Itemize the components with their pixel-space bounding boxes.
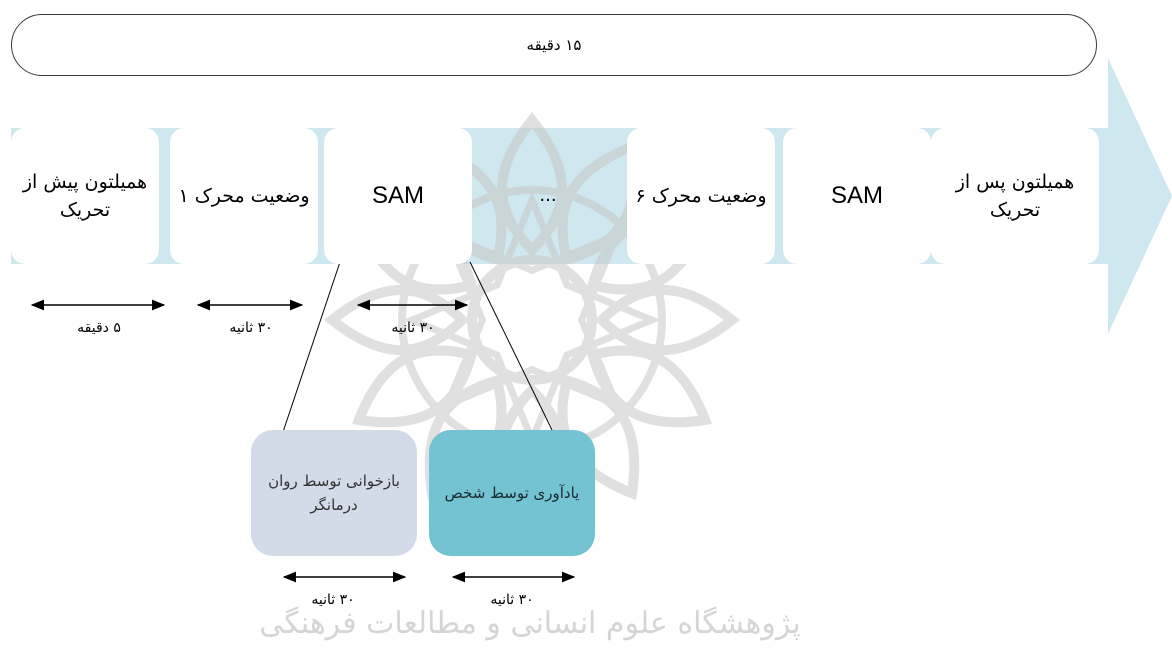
duration-label-pre: ۵ دقیقه (77, 320, 121, 336)
stage-ellipsis-label: ... (539, 185, 557, 206)
stage-ellipsis: ... (474, 128, 622, 264)
substep-self-recall: یادآوری توسط شخص (429, 430, 595, 556)
stage-trigger-state-1: وضعیت محرک ۱ (170, 128, 318, 264)
duration-label-therapist: ۳۰ ثانیه (311, 592, 355, 608)
stage-sam-1-label: SAM (372, 182, 425, 209)
duration-label-sam: ۳۰ ثانیه (391, 320, 435, 336)
stage-pre-hamilton: همیلتون پیش از تحریک (11, 128, 159, 264)
stage-trigger-state-1-label: وضعیت محرک ۱ (178, 185, 310, 207)
stage-trigger-state-6: وضعیت محرک ۶ (627, 128, 775, 264)
stage-post-hamilton-label: همیلتون پس از تحریک (955, 171, 1075, 221)
stage-sam-1: SAM (324, 128, 472, 264)
connector-line-left (282, 261, 341, 433)
stage-sam-2-label: SAM (831, 182, 884, 209)
substep-self-recall-label: یادآوری توسط شخص (444, 484, 580, 502)
total-duration-banner: ۱۵ دقیقه (11, 14, 1097, 76)
connector-line-right (469, 261, 554, 433)
total-duration-text: ۱۵ دقیقه (526, 36, 582, 54)
substep-therapist-recall: بازخوانی توسط روان درمانگر (251, 430, 417, 556)
stage-sam-2: SAM (783, 128, 931, 264)
stage-pre-hamilton-label: همیلتون پیش از تحریک (22, 171, 148, 221)
watermark-institute-text: پژوهشگاه علوم انسانی و مطالعات فرهنگی (259, 606, 801, 641)
substep-therapist-recall-label: بازخوانی توسط روان درمانگر (268, 472, 400, 514)
stage-trigger-state-6-label: وضعیت محرک ۶ (635, 185, 767, 207)
duration-label-self: ۳۰ ثانیه (490, 592, 534, 608)
duration-label-trigger: ۳۰ ثانیه (229, 320, 273, 336)
stage-post-hamilton: همیلتون پس از تحریک (931, 128, 1099, 264)
process-arrow-shape (11, 58, 1172, 334)
